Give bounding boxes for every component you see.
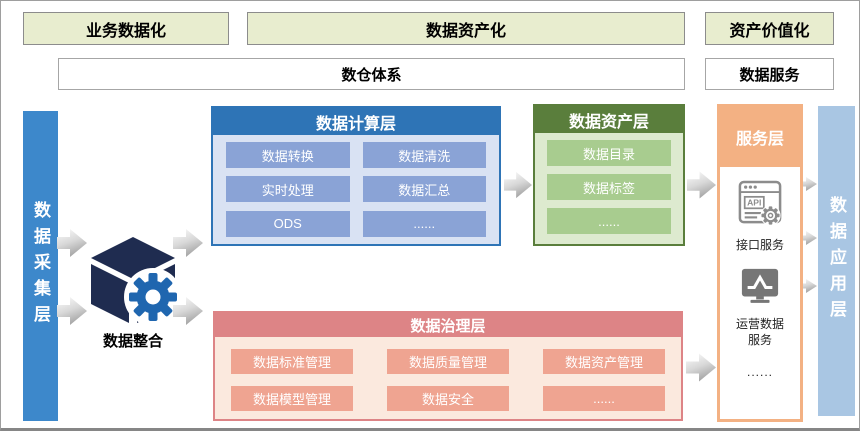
governance-item: 数据模型管理 [231, 386, 353, 411]
flow-arrow-collection-to-integration-bottom [57, 297, 87, 325]
flow-arrow-collection-to-integration-top [57, 229, 87, 257]
band-business-dataization: 业务数据化 [23, 12, 229, 45]
band-data-assetization: 数据资产化 [247, 12, 685, 45]
compute-item: ODS [226, 210, 350, 237]
asset-layer-body: 数据目录 数据标签 ...... [535, 133, 683, 244]
box-data-service: 数据服务 [705, 58, 834, 90]
bar-data-collection-layer: 数据采集层 [23, 111, 58, 421]
operation-data-label: 运营数据服务 [735, 317, 784, 348]
svg-text:API: API [747, 198, 761, 208]
compute-item: ...... [362, 210, 486, 237]
service-layer-title: 服务层 [720, 107, 800, 167]
flow-arrow-service-to-application-1 [797, 177, 817, 191]
governance-item: 数据质量管理 [387, 349, 509, 374]
compute-item: 数据清洗 [362, 142, 486, 168]
operation-data-icon [740, 267, 780, 312]
governance-item: 数据资产管理 [543, 349, 665, 374]
box-data-warehouse-system: 数仓体系 [58, 58, 685, 90]
governance-item: 数据安全 [387, 386, 509, 411]
band-asset-valuization: 资产价值化 [705, 12, 834, 45]
asset-item: 数据目录 [547, 140, 671, 166]
flow-arrow-governance-to-service [686, 352, 716, 383]
governance-layer-title: 数据治理层 [215, 313, 681, 337]
governance-item: 数据标准管理 [231, 349, 353, 374]
flow-arrow-asset-to-service [687, 171, 716, 199]
panel-data-compute-layer: 数据计算层 数据转换 数据清洗 实时处理 数据汇总 ODS ...... [211, 106, 501, 246]
asset-item: 数据标签 [547, 174, 671, 200]
flow-arrow-service-to-application-2 [797, 231, 817, 245]
api-service-icon: API [738, 180, 782, 233]
flow-arrow-integration-to-compute [173, 229, 203, 257]
compute-item: 数据转换 [226, 142, 350, 168]
panel-service-layer: 服务层 API [717, 104, 803, 422]
panel-data-governance-layer: 数据治理层 数据标准管理 数据质量管理 数据资产管理 数据模型管理 数据安全 .… [213, 311, 683, 421]
governance-layer-body: 数据标准管理 数据质量管理 数据资产管理 数据模型管理 数据安全 ...... [215, 337, 681, 419]
governance-item: ...... [543, 386, 665, 411]
service-layer-body: API [720, 167, 800, 419]
flow-arrow-integration-to-governance [173, 297, 203, 325]
flow-arrow-service-to-application-3 [797, 279, 817, 293]
panel-data-asset-layer: 数据资产层 数据目录 数据标签 ...... [533, 104, 685, 246]
api-service-label: 接口服务 [735, 238, 784, 252]
service-layer-more: ...... [746, 364, 773, 379]
compute-layer-body: 数据转换 数据清洗 实时处理 数据汇总 ODS ...... [213, 135, 499, 244]
asset-layer-title: 数据资产层 [535, 106, 683, 133]
compute-item: 实时处理 [226, 176, 350, 203]
flow-arrow-compute-to-asset [504, 171, 532, 199]
compute-layer-title: 数据计算层 [213, 108, 499, 135]
asset-item: ...... [547, 208, 671, 234]
compute-item: 数据汇总 [362, 176, 486, 203]
data-integration-icon [87, 235, 182, 327]
bar-data-application-layer: 数据应用层 [818, 106, 855, 416]
data-integration-label: 数据整合 [102, 333, 163, 350]
